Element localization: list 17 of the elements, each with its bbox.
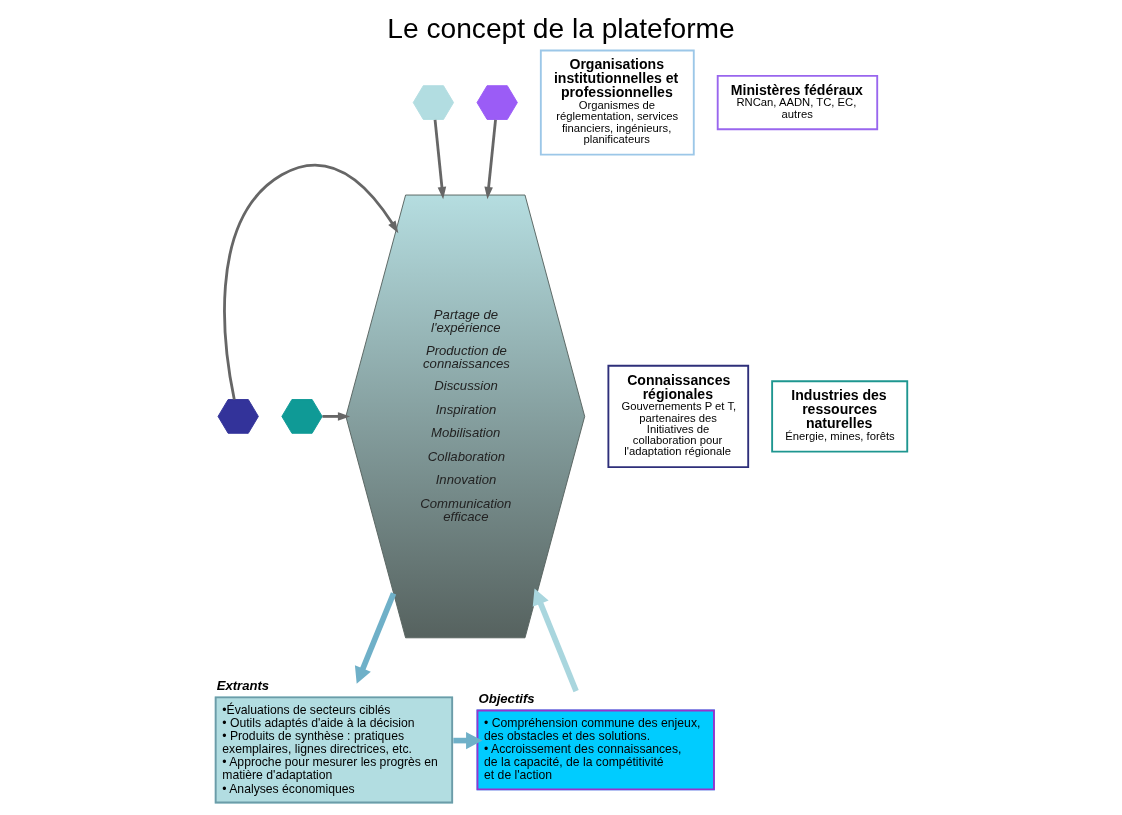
- node-label: Objectifs: [478, 691, 535, 707]
- node-hexagon: [281, 399, 323, 434]
- node-label: Extrants: [216, 678, 270, 694]
- arrow: [354, 592, 397, 684]
- node-box: Organisations institutionnelles et professionnelles Organismes de réglementation, services financiers, ingénieurs, planificateurs: [539, 49, 695, 156]
- node-hexagon: [217, 399, 259, 434]
- diagram-title: Le concept de la plateforme: [387, 13, 735, 45]
- arrow: [433, 119, 447, 200]
- node-box: Ministères fédéraux RNCan, AADN, TC, EC, autres: [716, 74, 879, 131]
- node-box: Industries des ressources naturelles Énergie, mines, forêts: [771, 380, 909, 453]
- node-hexagon: [476, 85, 518, 120]
- arrow: [484, 119, 497, 200]
- node-hexagon: [412, 85, 455, 120]
- node-box: Connaissances régionales Gouvernements P et T, partenaires des Initiatives de collaboration pour l'adaptation régionale: [607, 364, 750, 468]
- arrow: [532, 588, 579, 693]
- arrow: [322, 412, 351, 421]
- arrow: [223, 164, 399, 400]
